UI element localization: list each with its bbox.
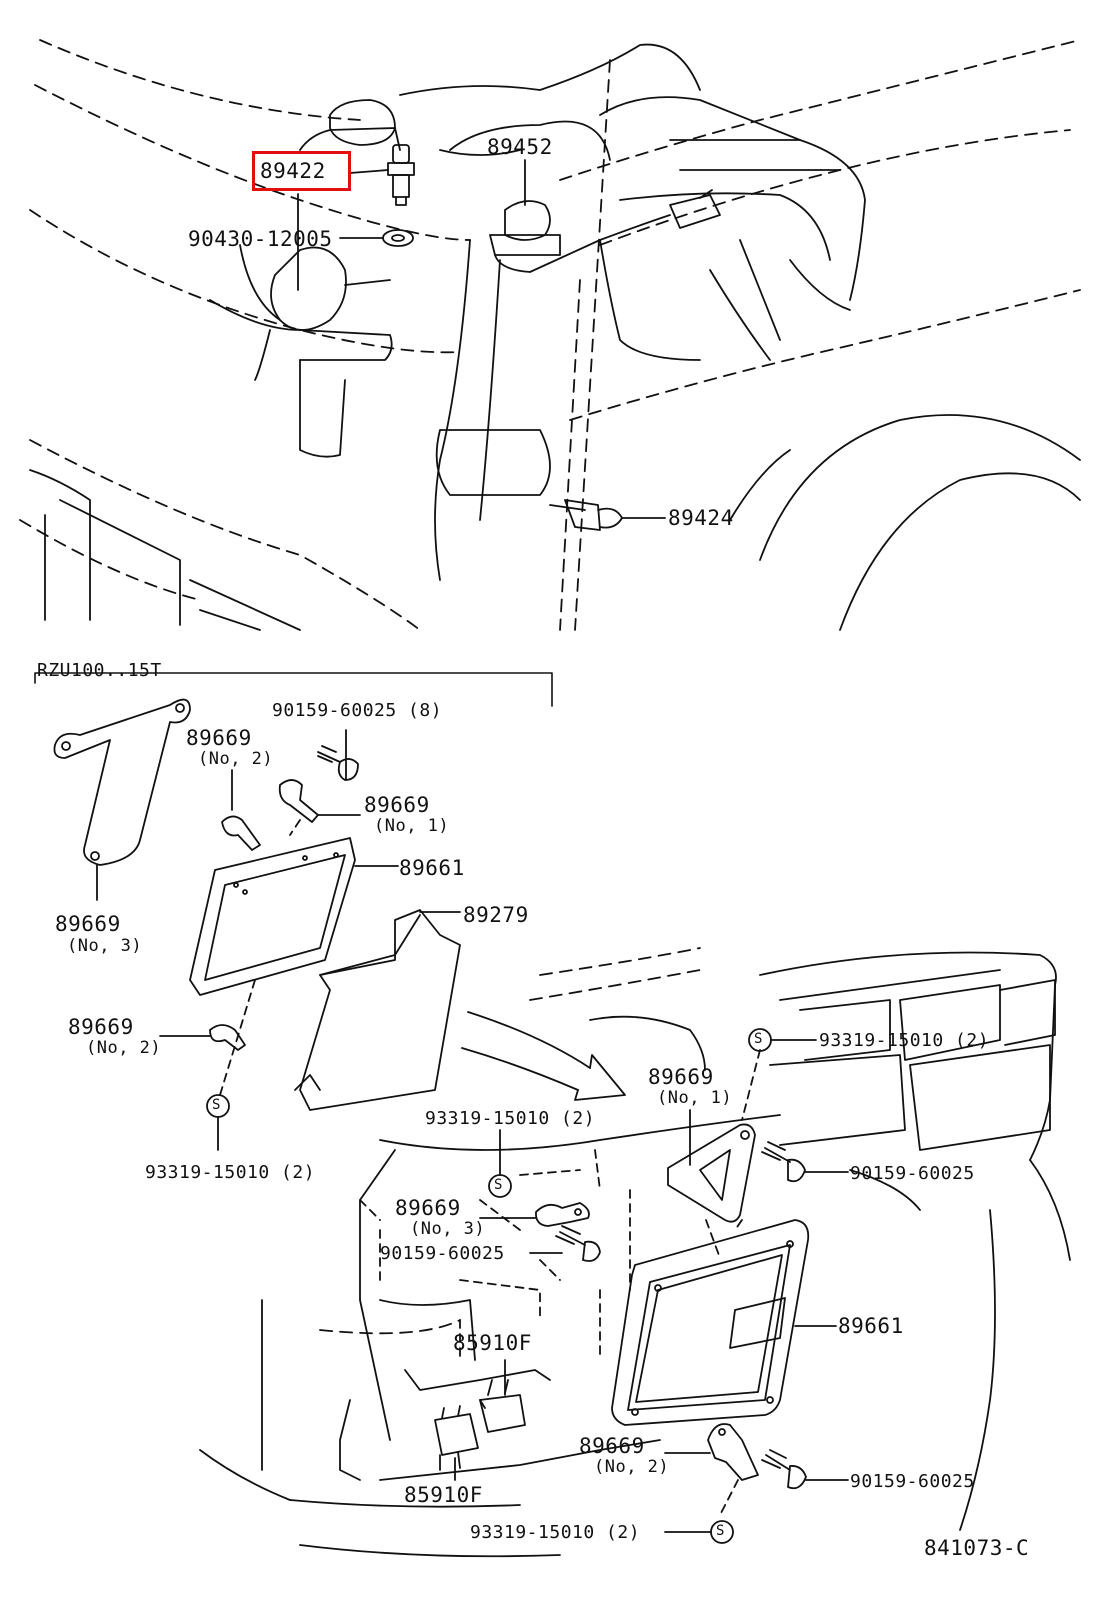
ecu-89661 <box>611 1219 810 1426</box>
part-89422[interactable]: 89422 <box>260 159 326 183</box>
relay-85910f-b <box>434 1405 479 1471</box>
part-89669-no2-a[interactable]: 89669 <box>186 726 252 750</box>
part-93319-15010-b[interactable]: 93319-15010 (2) <box>819 1030 990 1051</box>
bolt-90159-b <box>761 1141 806 1183</box>
part-93319-15010-a[interactable]: 93319-15010 (2) <box>145 1162 316 1183</box>
part-89669-no2-b[interactable]: 89669 <box>68 1015 134 1039</box>
axis <box>705 1219 721 1259</box>
arrow <box>461 1011 626 1101</box>
symbol-s-4-glyph: S <box>716 1523 725 1539</box>
lower-leader-lines <box>454 1039 849 1533</box>
part-90159-60025-b[interactable]: 90159-60025 <box>850 1163 975 1184</box>
part-89424[interactable]: 89424 <box>668 506 734 530</box>
part-89669-no3-b-sub: (No, 3) <box>410 1219 486 1239</box>
axis <box>734 1219 743 1231</box>
symbol-s-3-glyph: S <box>494 1177 503 1193</box>
highlight-box <box>252 151 351 191</box>
part-90159-60025-d[interactable]: 90159-60025 <box>850 1471 975 1492</box>
part-89669-no1-b-sub: (No, 1) <box>657 1088 733 1108</box>
bolt-90159-c <box>555 1225 601 1262</box>
part-89669-no2-c[interactable]: 89669 <box>579 1434 645 1458</box>
part-90430-12005[interactable]: 90430-12005 <box>188 227 333 251</box>
sensor-89424 <box>549 499 623 531</box>
part-89669-no3-a-sub: (No, 3) <box>67 936 143 956</box>
part-89669-no3-b[interactable]: 89669 <box>395 1196 461 1220</box>
dash-illustration <box>199 947 1071 1558</box>
part-89669-no3-a[interactable]: 89669 <box>55 912 121 936</box>
knock-sensor-89452 <box>489 189 721 273</box>
part-89279[interactable]: 89279 <box>463 903 529 927</box>
part-85910f-a[interactable]: 85910F <box>453 1331 532 1355</box>
symbol-s-2-glyph: S <box>754 1031 763 1047</box>
axis <box>741 1049 761 1121</box>
bracket-89669-no3 <box>535 1202 590 1227</box>
bolt-90159-d <box>761 1449 807 1490</box>
part-89669-no2-c-sub: (No, 2) <box>594 1457 670 1477</box>
part-85910f-b[interactable]: 85910F <box>404 1483 483 1507</box>
part-90159-60025-8[interactable]: 90159-60025 (8) <box>272 700 443 721</box>
part-89669-no2-a-sub: (No, 2) <box>198 749 274 769</box>
sensor-89422 <box>387 144 415 206</box>
variant-label: RZU100..15T <box>37 660 162 681</box>
part-93319-15010-c[interactable]: 93319-15010 (2) <box>425 1108 596 1129</box>
engine-bay-illustration <box>19 39 1081 631</box>
relay-85910f-a <box>479 1379 526 1433</box>
bracket-89669-no2 <box>707 1423 759 1481</box>
part-89669-no1-a[interactable]: 89669 <box>364 793 430 817</box>
symbol-s-1-glyph: S <box>212 1097 221 1113</box>
axis <box>719 1479 739 1516</box>
drawing-number: 841073-C <box>924 1536 1030 1560</box>
part-89669-no2-b-sub: (No, 2) <box>86 1038 162 1058</box>
part-89661-a[interactable]: 89661 <box>399 856 465 880</box>
upper-leader-lines <box>297 159 666 519</box>
variant-bracket <box>34 672 553 707</box>
part-89669-no1-b[interactable]: 89669 <box>648 1065 714 1089</box>
part-93319-15010-d[interactable]: 93319-15010 (2) <box>470 1522 641 1543</box>
bracket-89669-no1 <box>667 1123 756 1223</box>
part-89669-no1-a-sub: (No, 1) <box>374 816 450 836</box>
part-90159-60025-c[interactable]: 90159-60025 <box>380 1243 505 1264</box>
part-89452[interactable]: 89452 <box>487 135 553 159</box>
part-89661-b[interactable]: 89661 <box>838 1314 904 1338</box>
washer-90430 <box>382 229 414 247</box>
